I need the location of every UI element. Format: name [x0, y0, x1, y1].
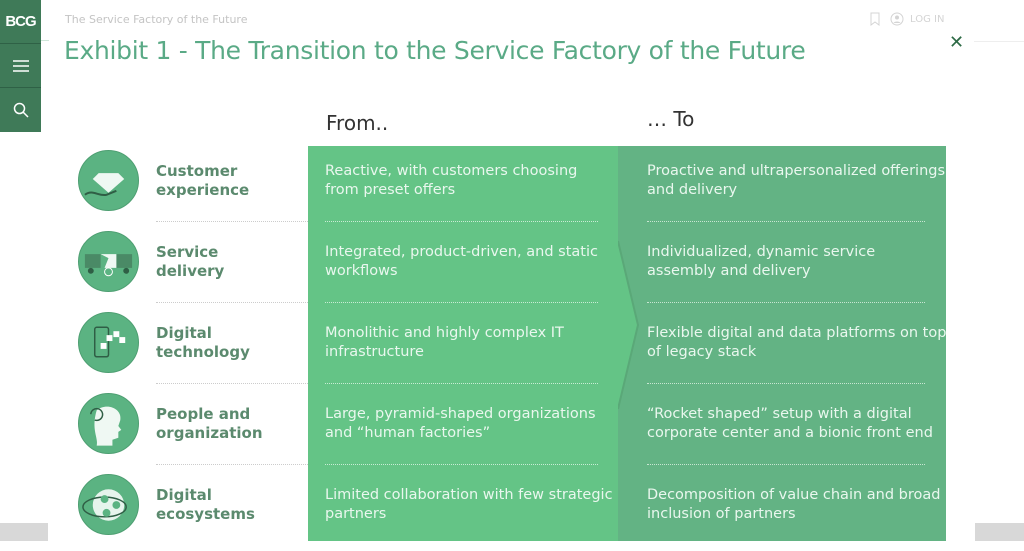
divider — [325, 302, 598, 303]
site-subtitle[interactable]: The Service Factory of the Future — [65, 13, 248, 26]
divider — [647, 464, 925, 465]
divider — [325, 383, 598, 384]
divider — [974, 41, 1024, 42]
to-text: Individualized, dynamic service assembly… — [647, 244, 876, 279]
to-text: “Rocket shaped” setup with a digital cor… — [647, 406, 933, 441]
divider — [325, 221, 598, 222]
bcg-logo[interactable]: BCG — [0, 0, 41, 44]
phone-blocks-icon — [78, 312, 139, 373]
to-text: Proactive and ultrapersonalized offering… — [647, 163, 946, 198]
sidebar: BCG — [0, 0, 41, 132]
arrow-chevron — [618, 240, 640, 410]
divider — [41, 40, 49, 41]
menu-icon[interactable] — [0, 44, 41, 88]
divider — [156, 383, 308, 384]
from-text: Monolithic and highly complex IT infrast… — [325, 325, 564, 360]
divider — [647, 302, 925, 303]
divider — [647, 383, 925, 384]
trucks-icon — [78, 231, 139, 292]
divider — [647, 221, 925, 222]
from-text: Integrated, product-driven, and static w… — [325, 244, 598, 279]
page-title: Exhibit 1 - The Transition to the Servic… — [64, 36, 806, 65]
divider — [156, 221, 308, 222]
divider — [156, 464, 308, 465]
close-icon[interactable]: ✕ — [949, 32, 965, 53]
login-label: LOG IN — [910, 13, 945, 25]
to-text: Decomposition of value chain and broad i… — [647, 487, 941, 522]
search-icon[interactable] — [0, 88, 41, 132]
head-cycle-icon — [78, 393, 139, 454]
hand-diamond-icon — [78, 150, 139, 211]
divider — [156, 302, 308, 303]
from-heading: From.. — [326, 111, 389, 135]
to-text: Flexible digital and data platforms on t… — [647, 325, 947, 360]
scroll-right-button[interactable] — [975, 523, 1024, 541]
scroll-left-button[interactable] — [0, 523, 48, 541]
from-text: Reactive, with customers choosing from p… — [325, 163, 578, 198]
from-text: Limited collaboration with few strategic… — [325, 487, 613, 522]
bookmark-icon[interactable] — [870, 12, 880, 26]
to-heading: … To — [647, 107, 695, 131]
login-button[interactable]: LOG IN — [890, 12, 944, 26]
to-panel — [618, 146, 946, 541]
user-icon — [890, 12, 904, 26]
from-text: Large, pyramid-shaped organizations and … — [325, 406, 596, 441]
divider — [325, 464, 598, 465]
from-panel — [308, 146, 620, 541]
globe-network-icon — [78, 474, 139, 535]
